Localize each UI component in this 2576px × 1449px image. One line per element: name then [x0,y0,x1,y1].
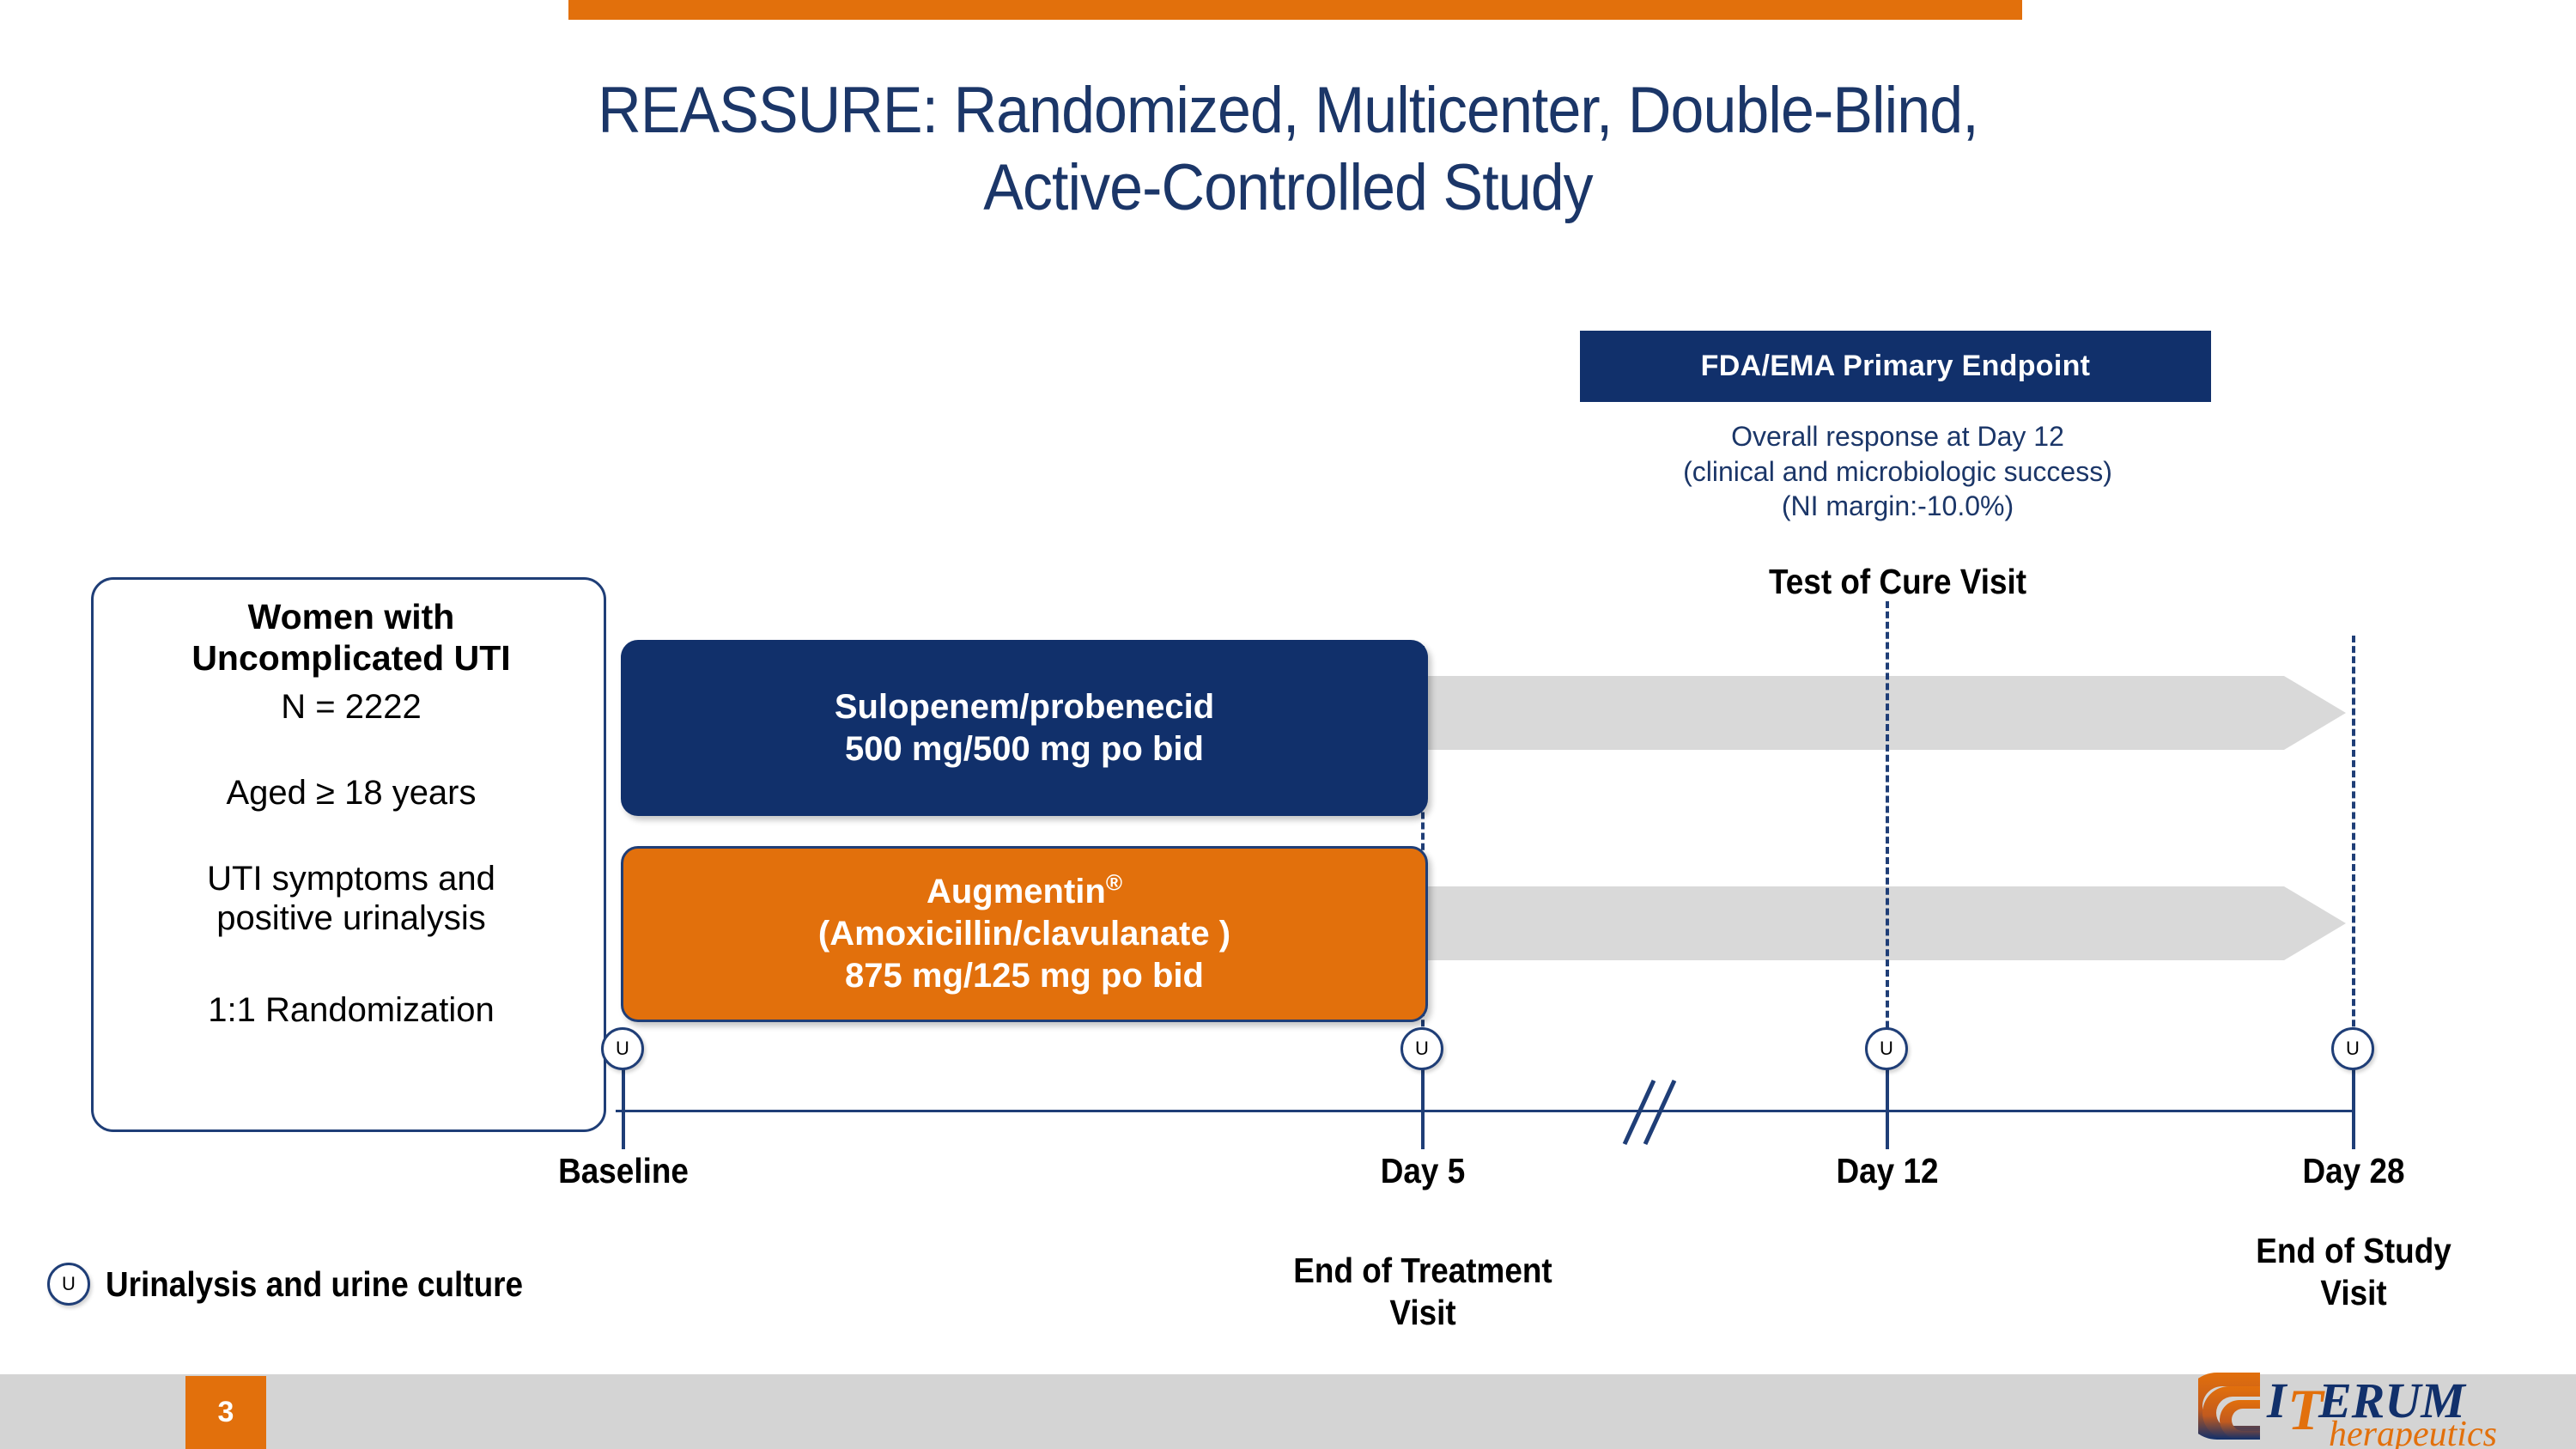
day-label-day12: Day 12 [1836,1151,1939,1190]
legend: U Urinalysis and urine culture [47,1263,569,1306]
population-heading: Women with Uncomplicated UTI [191,597,511,678]
logo-word-erum: ERUM [2318,1373,2467,1428]
u-glyph: U [2346,1038,2360,1059]
day-label-baseline: Baseline [558,1151,689,1190]
day-label-day5: Day 5 [1380,1151,1466,1190]
urinalysis-marker-day28: U [2331,1027,2374,1070]
logo-word-t: T [2287,1377,2325,1442]
registered-trademark-icon: ® [1105,869,1123,896]
timeline-tick-day5 [1421,1046,1425,1149]
u-glyph: U [1415,1038,1429,1059]
u-glyph: U [1880,1038,1893,1059]
logo-word-i: I [2266,1373,2288,1428]
followup-arrow-augmentin [1340,886,2284,960]
augmentin-generic: (Amoxicillin/clavulanate ) [817,915,1231,953]
augmentin-name: Augmentin [926,873,1106,911]
page-title: REASSURE: Randomized, Multicenter, Doubl… [598,74,1978,224]
footer-bar [0,1374,2576,1449]
treatment-arm-augmentin: Augmentin® (Amoxicillin/clavulanate )875 … [621,846,1428,1022]
logo-word-therapeutics: herapeutics [2329,1415,2497,1449]
timeline-tick-day12 [1886,1046,1889,1149]
visit-label-day28: End of Study Visit [2256,1231,2451,1313]
urinalysis-marker-day5: U [1400,1027,1443,1070]
urinalysis-marker-baseline: U [601,1027,644,1070]
timeline-tick-day28 [2352,1046,2355,1149]
followup-arrowhead-augmentin [2284,886,2346,960]
u-glyph: U [62,1273,76,1294]
population-age-criterion: Aged ≥ 18 years [226,774,477,812]
treatment-arm-augmentin-text: Augmentin® (Amoxicillin/clavulanate )875 … [818,871,1230,996]
u-glyph: U [616,1038,629,1059]
page-number-badge: 3 [185,1376,266,1449]
augmentin-dose: 875 mg/125 mg po bid [845,956,1204,995]
primary-endpoint-detail: Overall response at Day 12 (clinical and… [1683,421,2112,522]
sulopenem-dose: 500 mg/500 mg po bid [845,729,1204,768]
population-sample-size: N = 2222 [281,688,422,726]
population-randomization-ratio: 1:1 Randomization [208,991,495,1029]
logo-swoosh-icon [2198,1373,2260,1440]
timeline-tick-baseline [622,1046,625,1149]
primary-endpoint-banner: FDA/EMA Primary Endpoint [1580,331,2211,402]
urinalysis-marker-day12: U [1865,1027,1908,1070]
population-box: Women with Uncomplicated UTI N = 2222 Ag… [91,577,606,1132]
dashline-day28 [2352,636,2355,1110]
primary-endpoint-label: FDA/EMA Primary Endpoint [1700,350,2091,382]
sulopenem-name: Sulopenem/probenecid [834,687,1215,726]
legend-label: Urinalysis and urine culture [106,1263,523,1304]
top-accent-bar [568,0,2022,20]
iterum-therapeutics-logo: I T ERUM herapeutics [2198,1373,2497,1449]
timeline-axis [616,1110,2354,1112]
visit-label-day5: End of Treatment Visit [1293,1251,1552,1333]
day-label-day28: Day 28 [2302,1151,2405,1190]
dashline-day12 [1886,601,1889,1110]
axis-break-icon [1622,1079,1677,1146]
followup-arrowhead-sulopenem [2284,676,2346,750]
test-of-cure-visit-label: Test of Cure Visit [1768,562,2027,601]
legend-urinalysis-icon: U [47,1263,90,1306]
population-symptom-criterion: UTI symptoms and positive urinalysis [207,860,495,938]
followup-arrow-sulopenem [1340,676,2284,750]
